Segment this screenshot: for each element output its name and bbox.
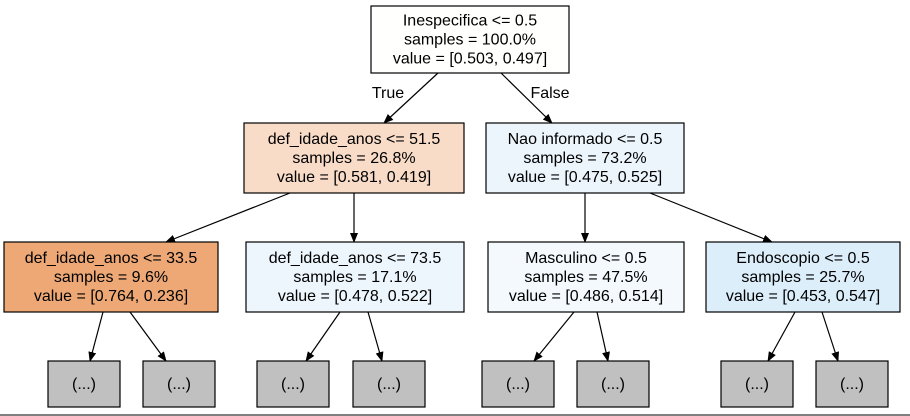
value-label: value = [0.503, 0.497] [393, 51, 547, 68]
node-box [481, 360, 555, 408]
split-condition: Inespecifica <= 0.5 [403, 13, 537, 30]
truncated-node-l6: (...) [576, 360, 650, 408]
samples-label: samples = 17.1% [293, 269, 416, 286]
split-condition: Nao informado <= 0.5 [508, 131, 663, 148]
samples-label: samples = 25.7% [741, 269, 864, 286]
split-condition: def_idade_anos <= 51.5 [268, 131, 441, 148]
ellipsis-label: (...) [601, 376, 625, 393]
value-label: value = [0.581, 0.419] [277, 169, 431, 186]
truncated-node-l7: (...) [720, 360, 794, 408]
value-label: value = [0.478, 0.522] [278, 288, 432, 305]
node-box [3, 241, 219, 313]
split-condition: def_idade_anos <= 73.5 [269, 250, 442, 267]
truncated-node-l1: (...) [47, 360, 121, 408]
tree-node-n5: Masculino <= 0.5 samples = 47.5% value = [… [487, 241, 685, 313]
ellipsis-label: (...) [506, 376, 530, 393]
samples-label: samples = 73.2% [523, 150, 646, 167]
node-box [245, 241, 465, 313]
samples-label: samples = 26.8% [292, 150, 415, 167]
node-box [705, 241, 901, 313]
edge-arrow-n4-l4 [367, 311, 384, 362]
edge-arrow-root-n1 [383, 72, 439, 124]
node-box [576, 360, 650, 408]
ellipsis-label: (...) [745, 376, 769, 393]
node-box [487, 241, 685, 313]
edge-arrow-n5-l6 [596, 311, 610, 362]
samples-label: samples = 100.0% [404, 32, 536, 49]
split-condition: def_idade_anos <= 33.5 [25, 250, 198, 267]
samples-label: samples = 9.6% [54, 269, 168, 286]
samples-label: samples = 47.5% [524, 269, 647, 286]
ellipsis-label: (...) [281, 376, 305, 393]
split-condition: Endoscopio <= 0.5 [736, 250, 870, 267]
truncated-node-l5: (...) [481, 360, 555, 408]
value-label: value = [0.486, 0.514] [509, 288, 663, 305]
node-box [47, 360, 121, 408]
ellipsis-label: (...) [72, 376, 96, 393]
tree-node-n4: def_idade_anos <= 73.5 samples = 17.1% val… [245, 241, 465, 313]
edge-arrow-n5-l5 [533, 311, 575, 362]
tree-node-n6: Endoscopio <= 0.5 samples = 25.7% value = … [705, 241, 901, 313]
truncated-node-l4: (...) [352, 360, 426, 408]
tree-node-n3: def_idade_anos <= 33.5 samples = 9.6% valu… [3, 241, 219, 313]
edge-arrow-n3-l2 [129, 311, 167, 362]
tree-node-n2: Nao informado <= 0.5 samples = 73.2% value… [485, 122, 685, 194]
edge-arrow-n1-n3 [165, 192, 291, 243]
edge-arrow-n3-l1 [88, 311, 104, 362]
edge-arrow-n2-n6 [649, 192, 773, 243]
value-label: value = [0.475, 0.525] [508, 169, 662, 186]
node-box [142, 360, 216, 408]
truncated-node-l2: (...) [142, 360, 216, 408]
node-box [243, 122, 465, 194]
value-label: value = [0.764, 0.236] [34, 288, 188, 305]
ellipsis-label: (...) [377, 376, 401, 393]
node-box [256, 360, 330, 408]
split-condition: Masculino <= 0.5 [525, 250, 647, 267]
tree-node-root: Inespecifica <= 0.5 samples = 100.0% value… [370, 5, 570, 74]
ellipsis-label: (...) [840, 376, 864, 393]
tree-node-n1: def_idade_anos <= 51.5 samples = 26.8% val… [243, 122, 465, 194]
node-box [720, 360, 794, 408]
edge-arrow-n6-l7 [767, 311, 796, 362]
nodes-layer: Inespecifica <= 0.5 samples = 100.0% value… [3, 5, 901, 408]
value-label: value = [0.453, 0.547] [726, 288, 880, 305]
edge-arrow-root-n2 [500, 72, 553, 124]
edge-label-true: True [372, 85, 404, 102]
truncated-node-l3: (...) [256, 360, 330, 408]
edge-label-false: False [530, 85, 569, 102]
node-box [352, 360, 426, 408]
truncated-node-l8: (...) [815, 360, 889, 408]
node-box [485, 122, 685, 194]
node-box [370, 5, 570, 74]
edges-layer: True False [88, 72, 840, 362]
edge-arrow-n4-l3 [305, 311, 341, 362]
edge-arrow-n6-l8 [821, 311, 840, 362]
ellipsis-label: (...) [167, 376, 191, 393]
node-box [815, 360, 889, 408]
